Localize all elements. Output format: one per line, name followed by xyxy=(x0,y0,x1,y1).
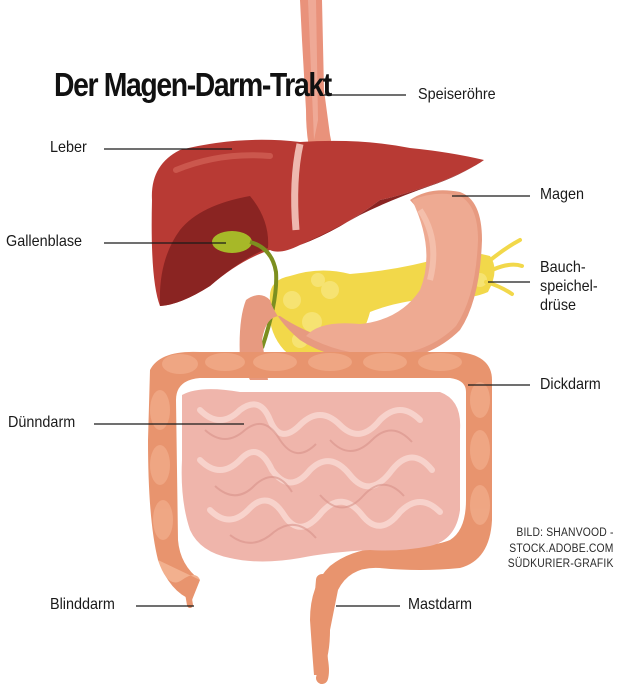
credit-line-2: STOCK.ADOBE.COM xyxy=(509,542,614,555)
rectum-shape xyxy=(314,574,329,684)
credit-line-3: SÜDKURIER-GRAFIK xyxy=(508,558,614,570)
label-duenndarm: Dünndarm xyxy=(8,414,76,431)
image-credit: BILD: SHANVOOD - STOCK.ADOBE.COM SÜDKURI… xyxy=(508,526,614,573)
label-gallenblase: Gallenblase xyxy=(6,233,83,250)
label-magen: Magen xyxy=(540,186,585,203)
small-intestine-shape xyxy=(181,389,461,562)
leader-lines xyxy=(94,94,530,607)
stomach-shape xyxy=(239,190,482,380)
label-leber: Leber xyxy=(50,139,87,156)
label-bauchspeicheldruese: Bauch- speichel- drüse xyxy=(540,258,598,315)
label-dickdarm: Dickdarm xyxy=(540,376,601,393)
label-bauchspeicheldruese-line-2: speichel- xyxy=(540,278,598,295)
label-speiseroehre: Speiseröhre xyxy=(418,86,496,103)
label-blinddarm: Blinddarm xyxy=(50,596,115,613)
liver-shape xyxy=(151,139,484,306)
gallbladder-shape xyxy=(212,231,279,349)
credit-line-1: BILD: SHANVOOD - xyxy=(516,527,614,539)
label-bauchspeicheldruese-line-1: Bauch- xyxy=(540,259,586,276)
esophagus-shape xyxy=(300,0,332,160)
diagram-title: Der Magen-Darm-Trakt xyxy=(54,66,332,103)
label-bauchspeicheldruese-line-3: drüse xyxy=(540,297,577,314)
label-mastdarm: Mastdarm xyxy=(408,596,473,613)
